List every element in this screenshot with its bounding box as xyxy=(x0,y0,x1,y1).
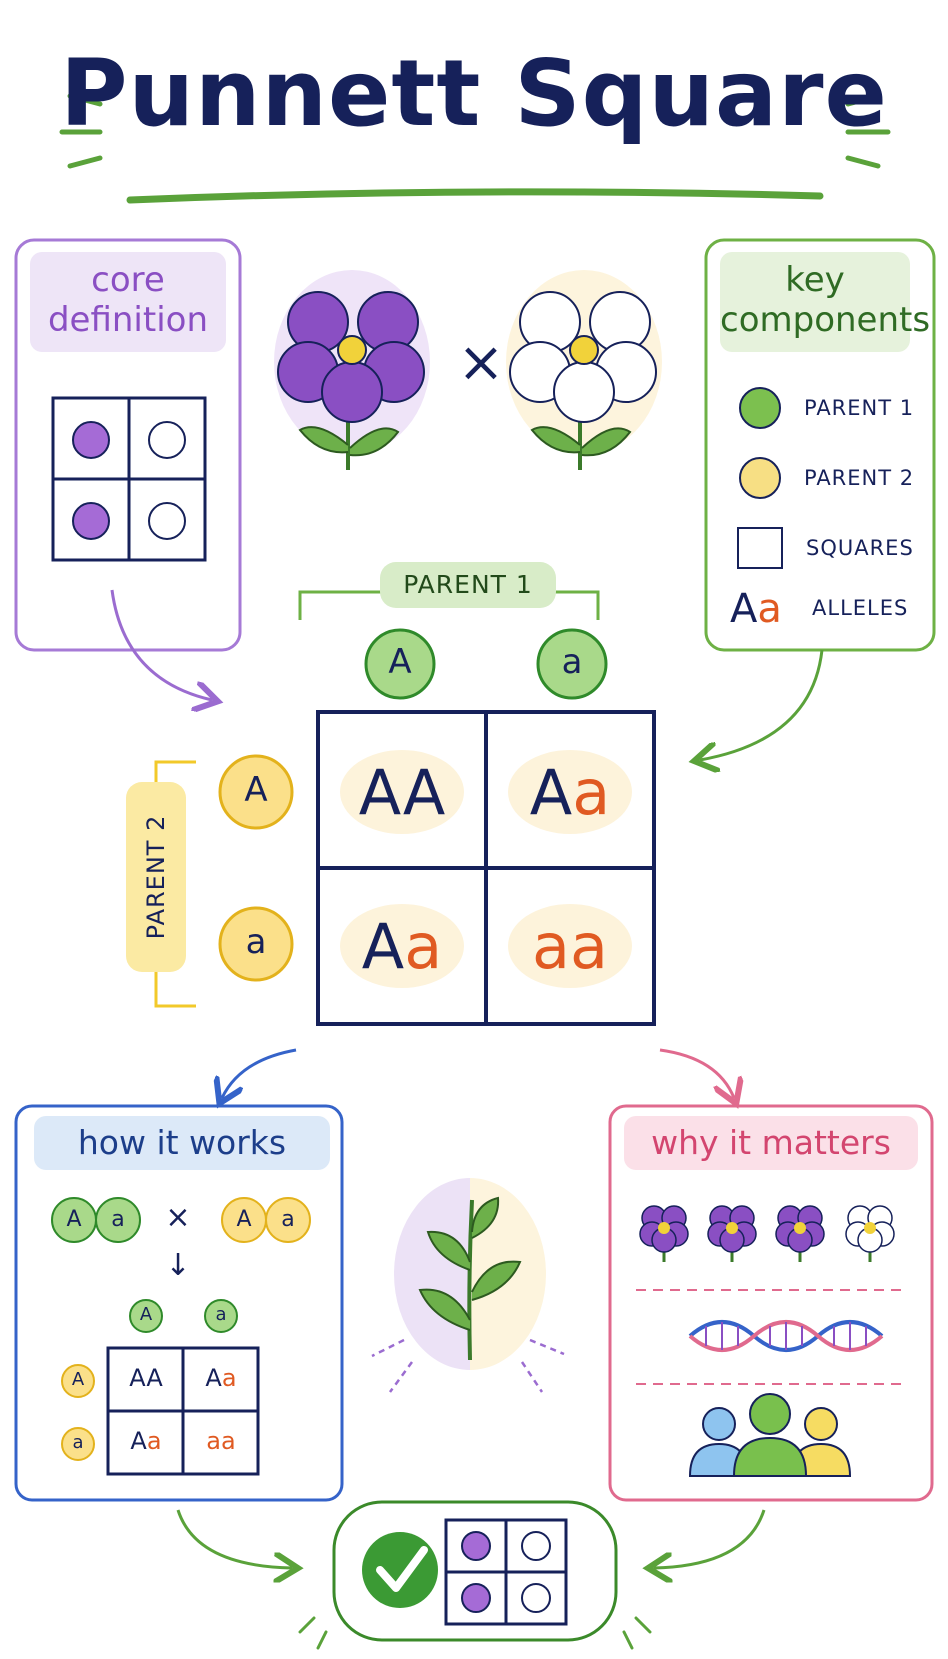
how-cell: Aa xyxy=(185,1364,257,1392)
core-definition-panel xyxy=(14,238,242,700)
genotype-cell: AA xyxy=(322,756,482,829)
key-title-line2: components xyxy=(720,300,931,340)
core-mini-square xyxy=(51,396,207,562)
cross-right-allele-2: a xyxy=(281,1207,295,1232)
parent1-allele-circle xyxy=(364,628,436,700)
how-cell: aa xyxy=(185,1427,257,1455)
alleles-icon: Aa xyxy=(730,586,782,632)
alleles-icon-recessive: a xyxy=(757,586,782,632)
purple-circle-icon xyxy=(72,421,110,459)
parent2-label: PARENT 2 xyxy=(142,814,170,940)
how-to-result-arrow xyxy=(176,1509,292,1568)
alleles-icon-dominant: A xyxy=(730,586,758,632)
how-arrow xyxy=(222,1048,297,1098)
parent1-label: PARENT 1 xyxy=(380,562,556,608)
how-cell-recessive: a xyxy=(221,1364,237,1392)
purple-flower-icon xyxy=(274,270,430,470)
core-title-line1: core xyxy=(91,260,165,300)
key-components-title: key components xyxy=(720,252,931,352)
purple-circle-icon xyxy=(72,502,110,540)
cross-left-allele-2: a xyxy=(111,1207,125,1232)
cross-right-allele-1: A xyxy=(236,1207,252,1232)
down-arrow-icon: ↓ xyxy=(165,1248,191,1283)
parent1-allele-2: a xyxy=(561,642,583,682)
how-it-works-panel xyxy=(14,1104,344,1502)
why-it-matters-title: why it matters xyxy=(624,1116,918,1170)
parent2-allele-circle xyxy=(218,754,294,830)
how-row-allele-1: A xyxy=(71,1369,85,1390)
white-circle-icon xyxy=(148,421,186,459)
parent1-allele-circle xyxy=(536,628,608,700)
core-definition-title: core definition xyxy=(30,252,226,352)
purple-circle-icon xyxy=(461,1531,491,1561)
sprout-icon xyxy=(371,1178,565,1393)
cell-dominant-part: A xyxy=(361,910,405,983)
checkmark-icon xyxy=(362,1532,438,1608)
cell-recessive-part: a xyxy=(404,910,443,983)
cell-recessive-part: a xyxy=(572,756,611,829)
how-col-allele-1: A xyxy=(139,1304,153,1325)
genotype-cell: Aa xyxy=(490,756,650,829)
core-title-line2: definition xyxy=(47,300,209,340)
how-cell-recessive: a xyxy=(146,1427,162,1455)
title-decoration xyxy=(59,93,891,204)
main-punnett-grid xyxy=(316,710,656,1026)
parent2-allele-2: a xyxy=(245,922,267,962)
cross-left-allele-1: A xyxy=(66,1207,82,1232)
parent2-allele-circle xyxy=(218,906,294,982)
legend-alleles-label: ALLELES xyxy=(812,596,909,620)
how-cell-recessive: aa xyxy=(206,1427,236,1455)
cross-symbol: × xyxy=(457,330,505,395)
core-arrow xyxy=(110,589,212,700)
key-arrow xyxy=(700,649,824,760)
people-icon xyxy=(688,1393,852,1477)
purple-circle-icon xyxy=(461,1583,491,1613)
how-cell: Aa xyxy=(110,1427,182,1455)
genotype-cell: Aa xyxy=(322,910,482,983)
how-cell: AA xyxy=(129,1364,163,1392)
how-cross-symbol: × xyxy=(165,1200,191,1235)
green-circle-icon xyxy=(739,387,781,429)
white-circle-icon xyxy=(521,1583,551,1613)
key-title-line1: key xyxy=(785,260,845,300)
page-title: Punnett Square xyxy=(60,40,888,147)
legend-parent1-label: PARENT 1 xyxy=(804,396,915,420)
dna-icon xyxy=(688,1320,884,1352)
legend-squares-label: SQUARES xyxy=(806,536,914,560)
key-components-panel xyxy=(700,238,936,760)
yellow-circle-icon xyxy=(739,457,781,499)
parent2-allele-1: A xyxy=(244,770,268,810)
white-circle-icon xyxy=(148,502,186,540)
how-it-works-title: how it works xyxy=(34,1116,330,1170)
small-flowers-row xyxy=(639,1205,895,1262)
white-circle-icon xyxy=(521,1531,551,1561)
how-cell-dominant: A xyxy=(205,1364,222,1392)
cell-dominant-part: A xyxy=(529,756,573,829)
how-cell-dominant: A xyxy=(130,1427,147,1455)
parent2-label-box: PARENT 2 xyxy=(126,782,186,972)
parent1-allele-1: A xyxy=(388,642,412,682)
legend-parent2-label: PARENT 2 xyxy=(804,466,915,490)
cell-dominant-part: AA xyxy=(358,756,446,829)
why-to-result-arrow xyxy=(654,1509,766,1568)
square-icon xyxy=(737,527,783,569)
how-col-allele-2: a xyxy=(215,1304,227,1325)
why-arrow xyxy=(659,1048,734,1098)
result-box xyxy=(298,1500,652,1650)
cell-recessive-part: aa xyxy=(532,910,608,983)
white-flower-icon xyxy=(506,270,662,470)
how-row-allele-2: a xyxy=(72,1432,84,1453)
genotype-cell: aa xyxy=(490,910,650,983)
why-it-matters-panel xyxy=(608,1104,934,1502)
